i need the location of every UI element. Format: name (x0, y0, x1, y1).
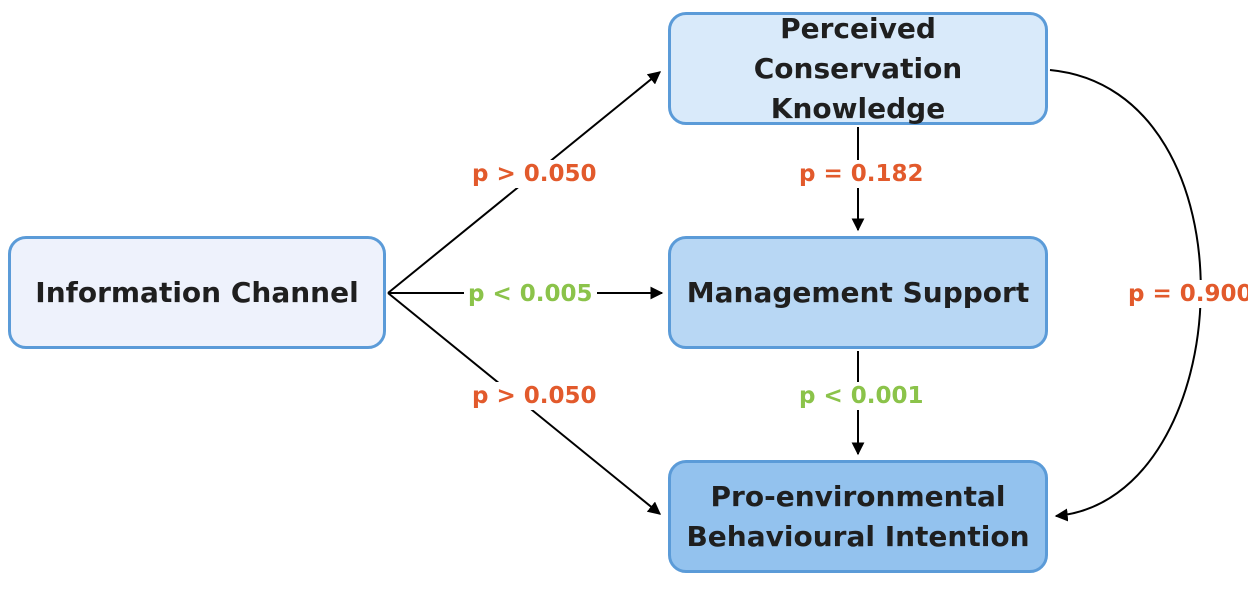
node-information-channel-label: Information Channel (35, 275, 359, 309)
node-management-support: Management Support (668, 236, 1048, 349)
node-management-support-label: Management Support (686, 275, 1030, 309)
p-value-support-to-intention: p < 0.001 (795, 382, 928, 410)
node-knowledge-label-line-2: Knowledge (770, 91, 946, 125)
p-value-knowledge-to-intention: p = 0.900 (1124, 280, 1248, 308)
node-pro-environmental-behavioural-intention: Pro-environmental Behavioural Intention (668, 460, 1048, 573)
node-intention-label-line-2: Behavioural Intention (686, 519, 1030, 553)
node-intention-label-line-1: Pro-environmental (710, 479, 1006, 513)
node-information-channel: Information Channel (8, 236, 386, 349)
p-value-info-to-support: p < 0.005 (464, 280, 597, 308)
p-value-info-to-knowledge: p > 0.050 (468, 160, 601, 188)
p-value-knowledge-to-support: p = 0.182 (795, 160, 928, 188)
node-knowledge-label-line-1: Perceived Conservation (753, 11, 963, 85)
node-perceived-conservation-knowledge: Perceived Conservation Knowledge (668, 12, 1048, 125)
p-value-info-to-intention: p > 0.050 (468, 382, 601, 410)
